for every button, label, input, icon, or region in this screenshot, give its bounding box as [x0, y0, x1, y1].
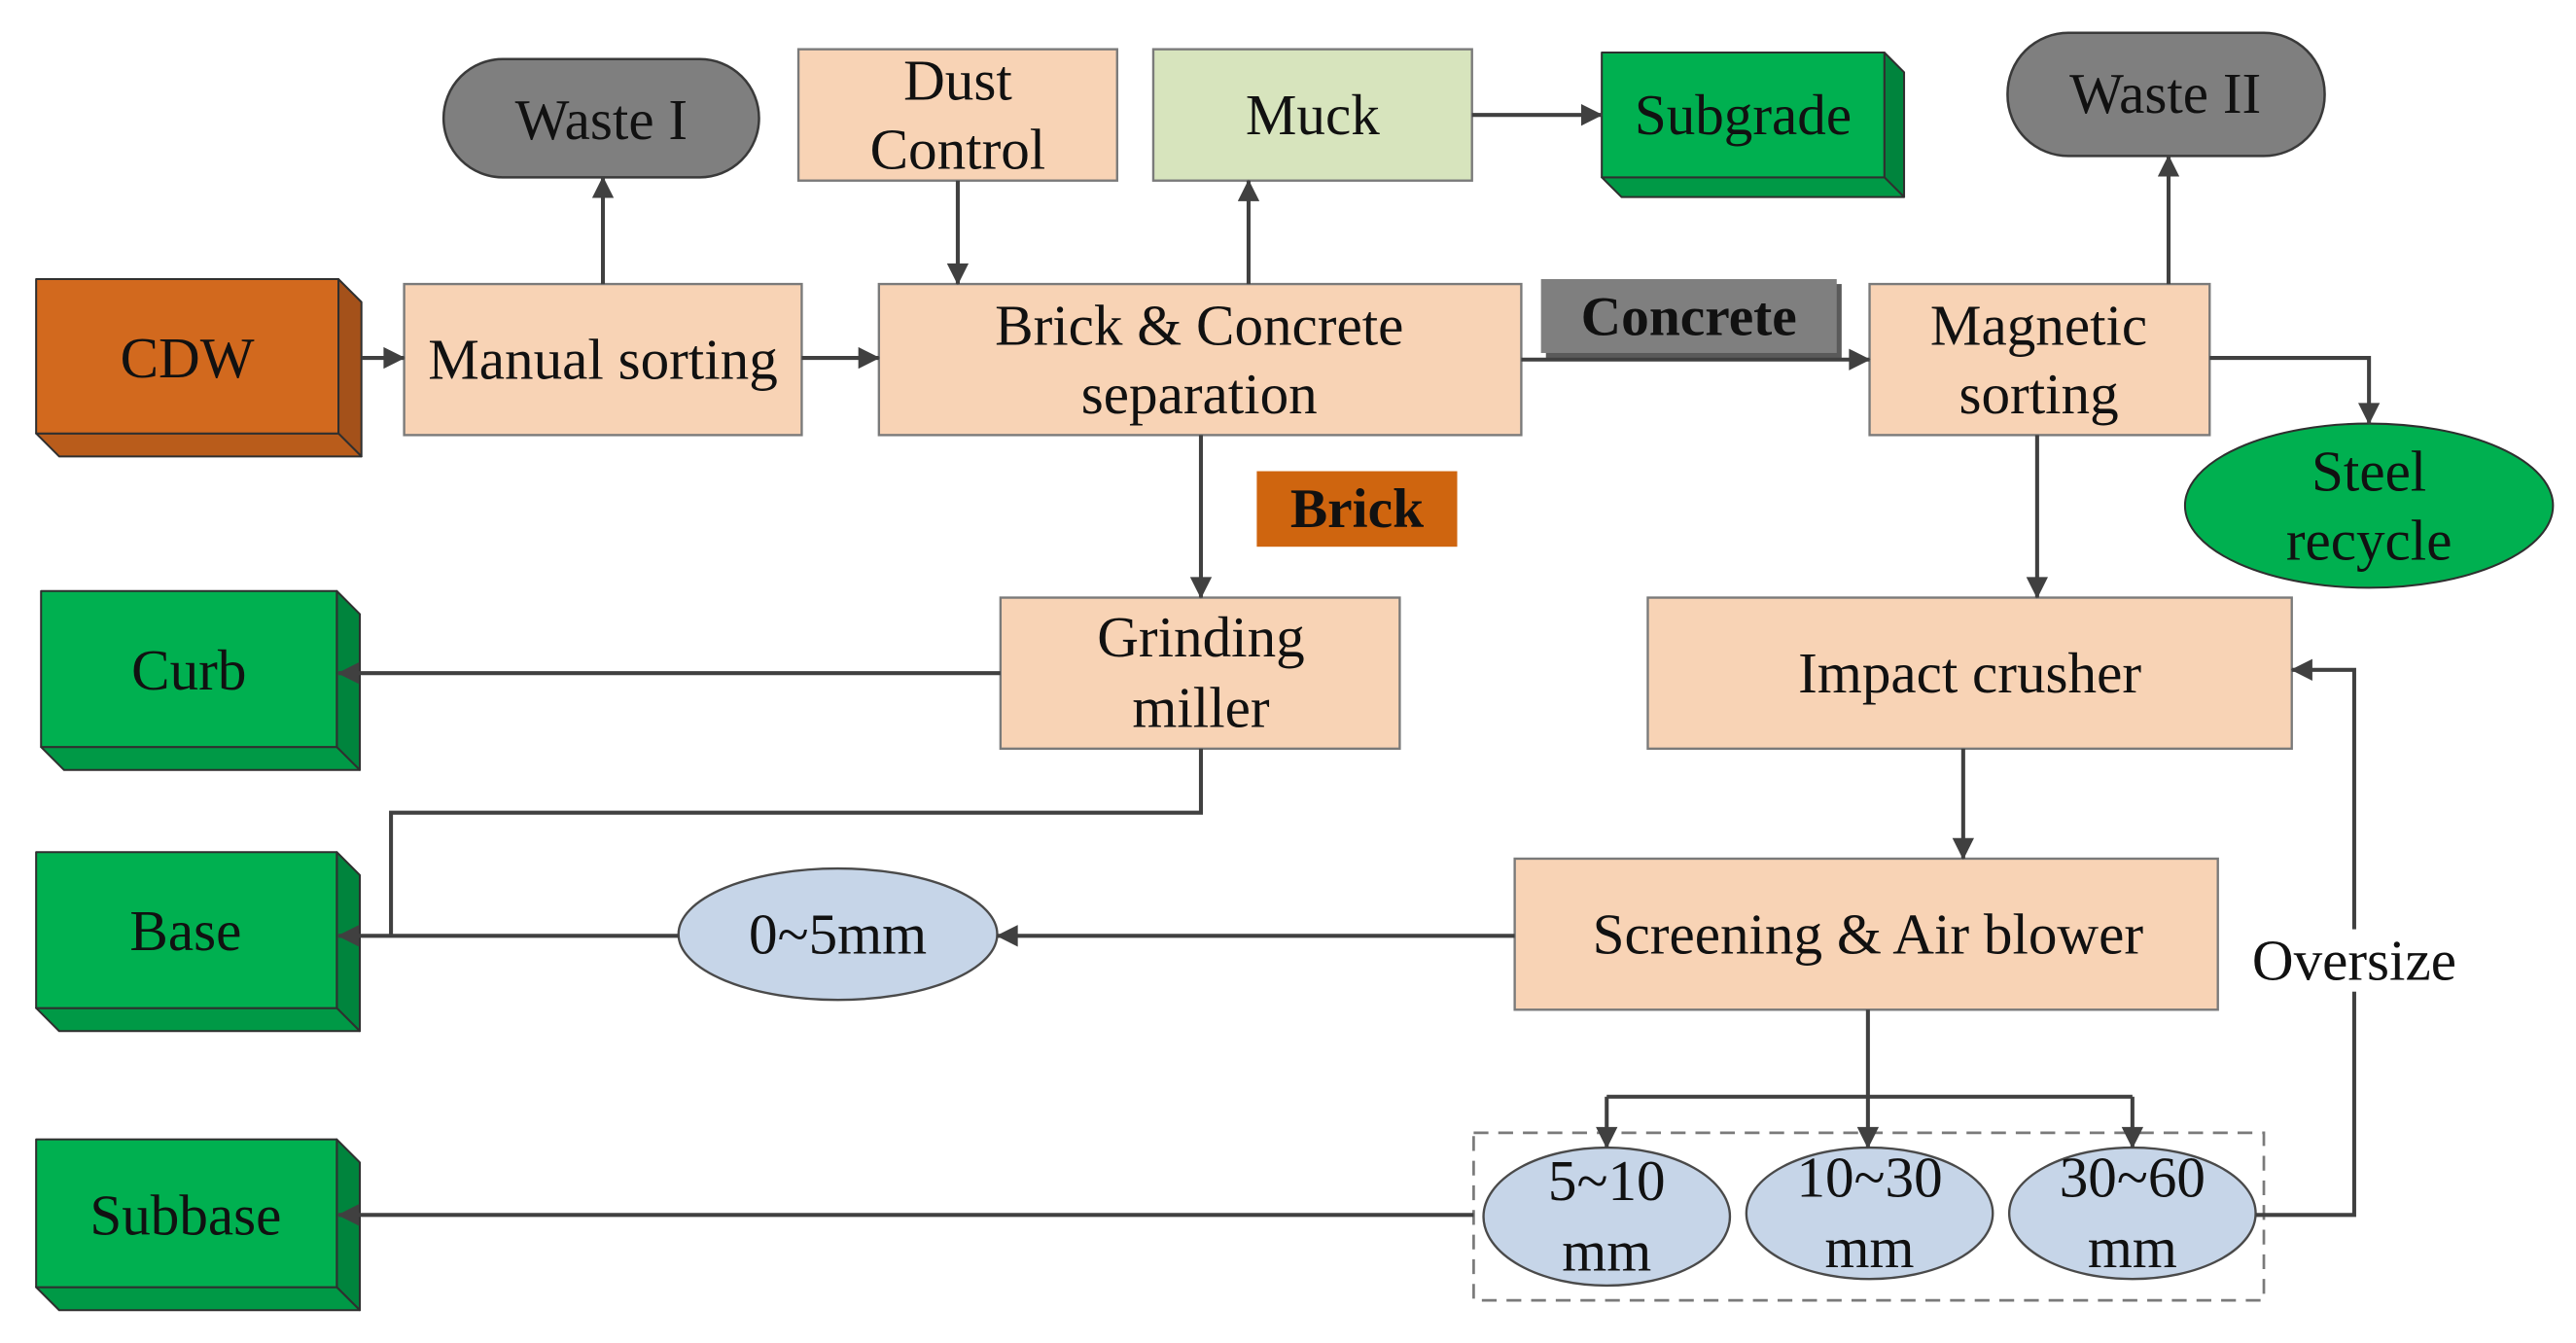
base-node: Base: [35, 851, 361, 1033]
fraction-10-30mm-node: 10~30 mm: [1745, 1145, 1994, 1281]
curb-side-face: [335, 589, 361, 771]
brick-flow-label: Brick: [1256, 471, 1458, 548]
concrete-flow-label: Concrete: [1540, 279, 1842, 359]
brick-concrete-separation-shape: [877, 282, 1523, 437]
fraction-30-60mm-label-line-2: mm: [2088, 1216, 2177, 1280]
manual-sorting-shape: [403, 282, 803, 437]
connectors: [336, 104, 2381, 1226]
fraction-30-60mm-label-line-1: 30~60: [2060, 1145, 2205, 1209]
curb-bottom-face: [40, 746, 361, 771]
subgrade-side-face: [1883, 52, 1906, 198]
fraction-10-30mm-label-line-1: 10~30: [1796, 1145, 1942, 1209]
oversize-label: Oversize: [2247, 929, 2461, 993]
subgrade-label: Subgrade: [1635, 83, 1852, 147]
grinding-miller-node: Grinding miller: [999, 596, 1401, 751]
brick-concrete-separation-label-line-2: separation: [1081, 362, 1318, 426]
waste-1-node: Waste I: [441, 57, 760, 179]
subbase-side-face: [335, 1138, 361, 1312]
waste-1-label: Waste I: [515, 88, 688, 152]
screening-air-blower-label: Screening & Air blower: [1593, 902, 2144, 967]
waste-2-node: Waste II: [2006, 31, 2326, 158]
cdw-bottom-face: [35, 432, 363, 458]
dust-control-node: Dust Control: [796, 48, 1118, 182]
waste-2-label: Waste II: [2069, 61, 2261, 125]
base-bottom-face: [35, 1007, 361, 1033]
steel-recycle-label-line-2: recycle: [2286, 508, 2452, 572]
subgrade-front-face: [1601, 52, 1886, 179]
cdw-label: CDW: [121, 326, 255, 390]
subbase-label: Subbase: [89, 1183, 281, 1247]
subgrade-bottom-face: [1601, 176, 1906, 198]
impact-crusher-label: Impact crusher: [1798, 641, 2141, 705]
steel-recycle-node: Steel recycle: [2183, 422, 2555, 589]
impact-crusher-node: Impact crusher: [1646, 596, 2293, 751]
impact-crusher-shape: [1646, 596, 2293, 751]
magnetic-sorting-node: Magnetic sorting: [1868, 282, 2211, 437]
fraction-0-5mm-node: 0~5mm: [677, 866, 999, 1002]
manual-sorting-label: Manual sorting: [428, 328, 778, 392]
arrow-magnetic-sorting-to-steel-recycle: [2209, 356, 2381, 425]
base-side-face: [335, 851, 361, 1033]
brick-flow-label-shape: [1256, 471, 1458, 548]
muck-node: Muck: [1151, 48, 1473, 182]
brick-concrete-separation-label-line-1: Brick & Concrete: [995, 293, 1403, 357]
cdw-node: CDW: [35, 277, 363, 458]
subbase-node: Subbase: [35, 1138, 361, 1312]
subgrade-node: Subgrade: [1601, 52, 1906, 198]
manual-sorting-node: Manual sorting: [403, 282, 803, 437]
steel-recycle-label-line-1: Steel: [2311, 440, 2426, 504]
curb-front-face: [40, 589, 338, 749]
base-front-face: [35, 851, 338, 1009]
curb-node: Curb: [40, 589, 361, 771]
screening-air-blower-node: Screening & Air blower: [1513, 857, 2219, 1011]
magnetic-sorting-label-line-1: Magnetic: [1930, 293, 2147, 357]
oversize-label-background: [2247, 929, 2461, 992]
curb-label: Curb: [131, 638, 246, 702]
oversize-label-text: Oversize: [2252, 929, 2456, 993]
brick-concrete-separation-node: Brick & Concrete separation: [877, 282, 1523, 437]
dust-control-label-line-1: Dust: [903, 49, 1012, 113]
screening-air-blower-shape: [1513, 857, 2219, 1011]
line-grinding-miller-to-base: [389, 748, 1203, 937]
muck-shape: [1151, 48, 1473, 182]
cdw-side-face: [337, 277, 363, 458]
subbase-bottom-face: [35, 1286, 361, 1312]
magnetic-sorting-label-line-2: sorting: [1958, 362, 2118, 426]
fraction-30-60mm-node: 30~60 mm: [2007, 1145, 2257, 1281]
muck-label: Muck: [1246, 83, 1380, 147]
fraction-5-10mm-label-line-1: 5~10: [1548, 1149, 1666, 1213]
grinding-miller-label-line-1: Grinding: [1097, 605, 1304, 669]
fraction-5-10mm-label-line-2: mm: [1562, 1219, 1651, 1283]
fraction-5-10mm-node: 5~10 mm: [1482, 1146, 1732, 1288]
grinding-miller-label-line-2: miller: [1132, 676, 1269, 740]
fraction-10-30mm-label-line-2: mm: [1825, 1216, 1915, 1280]
cdw-front-face: [35, 277, 340, 435]
concrete-flow-label-shape: [1540, 279, 1837, 353]
dust-control-shape: [796, 48, 1118, 182]
brick-flow-label-text: Brick: [1290, 478, 1424, 540]
concrete-flow-label-text: Concrete: [1581, 286, 1797, 347]
dust-control-label-line-2: Control: [870, 118, 1046, 182]
base-label: Base: [129, 899, 241, 963]
magnetic-sorting-shape: [1868, 282, 2211, 437]
subbase-front-face: [35, 1138, 338, 1289]
grinding-miller-shape: [999, 596, 1401, 751]
fraction-0-5mm-label: 0~5mm: [749, 902, 927, 967]
